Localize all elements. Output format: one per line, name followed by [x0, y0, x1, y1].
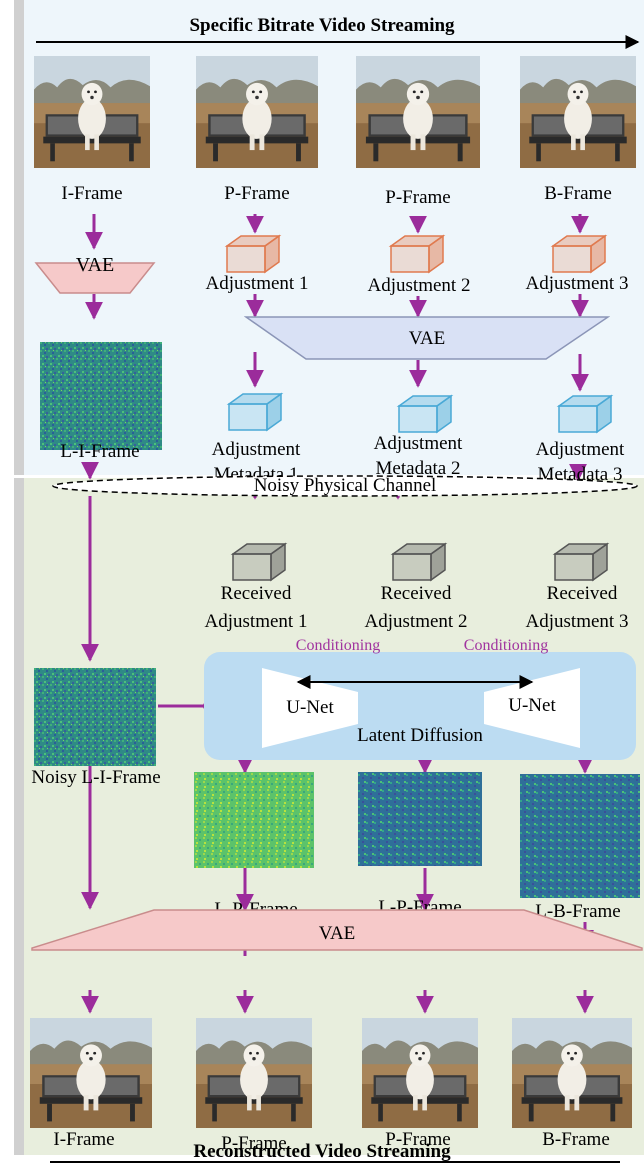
metadata-2-cube-icon [392, 392, 458, 436]
latent-b-frame-image [520, 774, 640, 898]
adjustment-1-label: Adjustment 1 [205, 273, 309, 294]
source-p-frame-2-label: P-Frame [385, 187, 451, 208]
metadata-3-cube-icon [552, 392, 618, 436]
noisy-latent-i-frame-image [34, 668, 156, 766]
output-b-frame-label: B-Frame [542, 1129, 610, 1150]
conditioning-label-2: Conditioning [463, 637, 549, 654]
conditioning-label-1: Conditioning [295, 637, 381, 654]
latent-b-frame-label: L-B-Frame [535, 901, 621, 922]
output-i-frame-label: I-Frame [53, 1129, 115, 1150]
encoder-vae-left-label: VAE [75, 254, 115, 276]
source-b-frame-label: B-Frame [544, 183, 612, 204]
output-p-frame-1-label: P-Frame [221, 1133, 287, 1154]
decoder-vae [31, 909, 643, 951]
received-3-line2: Adjustment 3 [525, 611, 629, 632]
metadata-1-line1: Adjustment [211, 439, 301, 460]
output-p-frame-2-image [362, 1018, 478, 1128]
received-2-line2: Adjustment 2 [364, 611, 468, 632]
received-2-line1: Received [380, 583, 452, 604]
noisy-channel-label: Noisy Physical Channel [253, 475, 437, 496]
latent-p-frame-1-image [194, 772, 314, 868]
unet-skip-arrow [296, 675, 534, 689]
metadata-1-cube-icon [222, 390, 288, 434]
received-3-cube-icon [548, 540, 614, 584]
output-p-frame-2-label: P-Frame [385, 1129, 451, 1150]
noisy-channel-ellipse [52, 475, 638, 497]
adjustment-3-label: Adjustment 3 [525, 273, 629, 294]
unet-right-label: U-Net [508, 695, 556, 716]
adjustment-1-cube-icon [220, 232, 286, 276]
received-1-cube-icon [226, 540, 292, 584]
received-3-line1: Received [546, 583, 618, 604]
encoder-vae-left [34, 262, 156, 294]
received-1-line2: Adjustment 1 [204, 611, 308, 632]
adjustment-3-cube-icon [546, 232, 612, 276]
latent-i-frame-image [40, 342, 162, 450]
bottom-rule [50, 1161, 620, 1163]
timeline-arrow-top [36, 35, 640, 49]
received-2-cube-icon [386, 540, 452, 584]
top-title: Specific Bitrate Video Streaming [189, 15, 455, 36]
metadata-2-line2: Metadata 2 [375, 458, 461, 479]
source-i-frame-label: I-Frame [61, 183, 123, 204]
decoder-vae-label: VAE [318, 923, 356, 944]
encoder-vae-middle-label: VAE [408, 328, 446, 349]
unet-left-label: U-Net [286, 697, 334, 718]
output-p-frame-1-image [196, 1018, 312, 1128]
noisy-latent-i-frame-label: Noisy L-I-Frame [31, 767, 161, 788]
metadata-3-line1: Adjustment [535, 439, 625, 460]
metadata-2-line1: Adjustment [373, 433, 463, 454]
output-b-frame-image [512, 1018, 632, 1128]
received-1-line1: Received [220, 583, 292, 604]
output-i-frame-image [30, 1018, 152, 1128]
encoder-vae-middle [244, 316, 610, 360]
bottom-title: Reconstructed Video Streaming [193, 1141, 451, 1162]
latent-diffusion-label: Latent Diffusion [357, 725, 483, 746]
latent-p-frame-2-image [358, 772, 482, 866]
adjustment-2-label: Adjustment 2 [367, 275, 471, 296]
adjustment-2-cube-icon [384, 232, 450, 276]
source-p-frame-1-label: P-Frame [224, 183, 290, 204]
latent-i-frame-label: L-I-Frame [60, 441, 140, 462]
